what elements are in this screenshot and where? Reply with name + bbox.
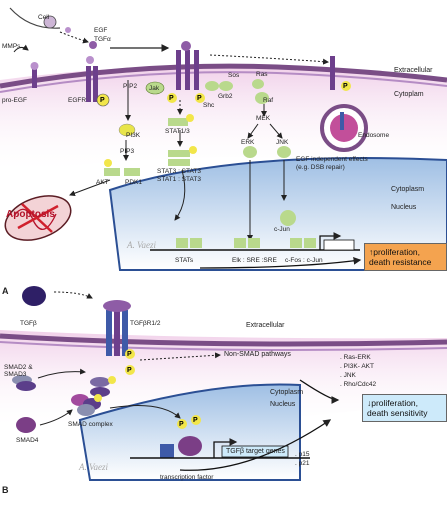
tgfbr-receptor xyxy=(103,300,135,375)
label-non-smad: Non-SMAD pathways xyxy=(224,351,291,358)
label-tgfa: TGFα xyxy=(94,36,111,43)
outcome-box-a: ↑proliferation, death resistance xyxy=(364,243,447,271)
label-stat-dimer-1: STAT3 : STAT3 xyxy=(157,168,201,175)
label-cfos-cjun: c-Fos : c-Jun xyxy=(285,257,323,264)
phospho-p-7: P xyxy=(179,421,184,428)
ligand-egf xyxy=(89,41,97,49)
label-smad4: SMAD4 xyxy=(16,437,39,444)
egfr-dimer-activated xyxy=(167,41,205,103)
label-transcription-factor: transcription factor xyxy=(160,474,214,481)
label-raf: Raf xyxy=(263,97,274,104)
phospho-p-8: P xyxy=(193,417,198,424)
phospho-p-5: P xyxy=(127,351,132,358)
label-cytoplasm-a: Cytoplasm xyxy=(391,186,425,193)
signature-a: A. Vaezi xyxy=(127,240,156,250)
label-smad-complex: SMAD complex xyxy=(68,421,113,428)
label-smad23-2: SMAD3 xyxy=(4,371,27,378)
endosome xyxy=(320,104,368,152)
label-stat13: STAT1/3 xyxy=(165,128,190,135)
label-grb2: Grb2 xyxy=(218,93,233,100)
label-erk: ERK xyxy=(241,139,255,146)
pathway-item-1: . Ras-ERK xyxy=(340,354,371,361)
label-mmps: MMPs xyxy=(2,43,21,50)
phospho-p-4: P xyxy=(343,83,348,90)
panel-b xyxy=(0,286,447,481)
label-extracellular-a: Extracellular xyxy=(394,67,433,74)
panel-label-a: A xyxy=(2,286,9,296)
tgfb-ligand xyxy=(22,286,46,306)
label-smad23-1: SMAD2 & xyxy=(4,364,33,371)
label-pip3: PIP3 xyxy=(120,148,135,155)
label-jnk: JNK xyxy=(276,139,289,146)
phospho-p-3: P xyxy=(197,95,202,102)
label-tgfb: TGFβ xyxy=(20,320,37,327)
pathway-item-4: . Rho/Cdc42 xyxy=(340,381,377,388)
label-pdk1: PDK1 xyxy=(125,179,142,186)
down-arrow-icon: ↓ xyxy=(367,398,372,408)
outcome-box-b: ↓proliferation, death sensitivity xyxy=(362,394,447,422)
phospho-p-2: P xyxy=(169,95,174,102)
label-apoptosis: Apoptosis xyxy=(6,209,55,220)
label-cytoplasm-b: Cytoplasm xyxy=(270,389,304,396)
label-nucleus-a: Nucleus xyxy=(391,204,417,211)
label-endosome: Endosome xyxy=(358,132,390,139)
label-tgfbr: TGFβR1/2 xyxy=(130,320,161,327)
phospho-p-6: P xyxy=(127,367,132,374)
outcome-b-line2: death sensitivity xyxy=(367,408,428,418)
label-stats: STATs xyxy=(175,257,194,264)
label-cytoplam-a: Cytoplam xyxy=(394,91,424,98)
outcome-b-line1: ↓proliferation, xyxy=(367,398,419,408)
label-ras: Ras xyxy=(256,71,268,78)
label-cjun: c-Jun xyxy=(274,226,290,233)
plasma-membrane-b xyxy=(0,333,447,347)
label-stat-dimer-2: STAT1 : STAT3 xyxy=(157,176,201,183)
label-p15: . p15 xyxy=(295,451,310,458)
label-egf-independent-2: (e.g. DSB repair) xyxy=(296,164,345,171)
up-arrow-icon: ↑ xyxy=(369,247,374,257)
smad-complex xyxy=(71,394,102,416)
label-extracellular-b: Extracellular xyxy=(246,322,285,329)
label-jak: Jak xyxy=(149,85,160,92)
label-sos: Sos xyxy=(228,72,240,79)
egfr-receptor xyxy=(86,66,110,107)
label-egf: EGF xyxy=(94,27,108,34)
label-pro-egf: pro-EGF xyxy=(2,97,27,104)
label-egf-independent-1: EGF independent effects xyxy=(296,156,368,163)
mitochondrion-apoptosis xyxy=(4,195,72,241)
signature-b: A. Vaezi xyxy=(79,462,108,472)
outcome-a-line1: ↑proliferation, xyxy=(369,247,421,257)
panel-a xyxy=(0,7,447,271)
label-p21: . p21 xyxy=(295,460,310,467)
sender-cell xyxy=(9,7,61,29)
pathway-item-2: . PI3K- AKT xyxy=(340,363,374,370)
label-egfr: EGFR xyxy=(68,97,87,104)
label-mek: MEK xyxy=(256,115,271,122)
label-elk-sre: Elk : SRE :SRE xyxy=(232,257,277,264)
label-akt: AKT xyxy=(96,179,109,186)
label-nucleus-b: Nucleus xyxy=(270,401,296,408)
label-shc: Shc xyxy=(203,102,215,109)
label-cell: Cell xyxy=(38,14,50,21)
panel-label-b: B xyxy=(2,485,9,495)
outcome-a-line2: death resistance xyxy=(369,257,432,267)
label-pi3k: PI3K xyxy=(126,132,141,139)
label-pip2: PIP2 xyxy=(123,83,138,90)
plasma-membrane-a xyxy=(0,63,447,89)
label-target-genes: TGFβ target genes xyxy=(226,448,285,455)
pathway-item-3: . JNK xyxy=(340,372,356,379)
phospho-p-1: P xyxy=(100,97,105,104)
smad4 xyxy=(16,417,36,433)
